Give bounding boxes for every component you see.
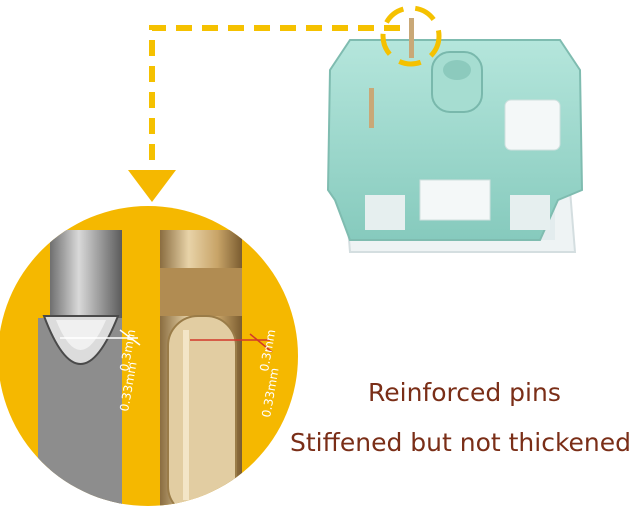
switch-pin-side (369, 88, 374, 128)
switch-pin-top (409, 18, 414, 58)
pin-highlight-circle (380, 5, 442, 67)
pin-zoom-circle: 0.3mm 0.33mm 0.3mm 0.33mm (0, 206, 298, 506)
keyboard-switch (326, 5, 584, 253)
caption-stiffened: Stiffened but not thickened (290, 428, 632, 457)
caption-reinforced-pins: Reinforced pins (368, 378, 561, 407)
dashed-connector (128, 25, 400, 202)
arrow-down-icon (128, 170, 176, 202)
